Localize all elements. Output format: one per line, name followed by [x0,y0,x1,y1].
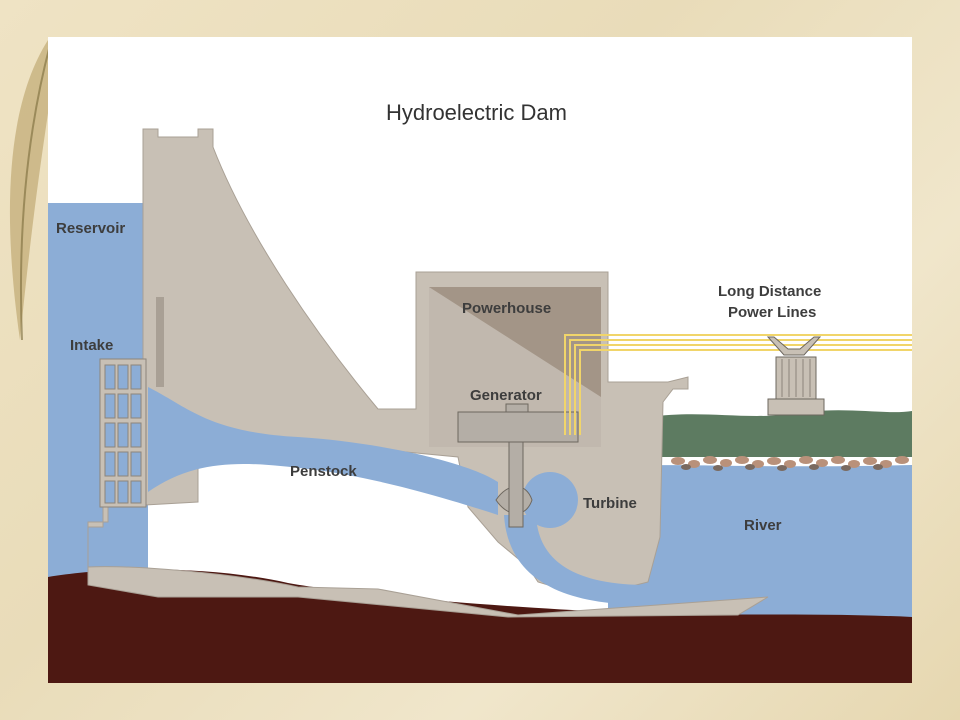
river-water [608,465,912,637]
label-turbine: Turbine [583,495,637,512]
powerhouse-light-beam [429,287,601,447]
generator-body [457,411,579,443]
label-penstock: Penstock [290,463,357,480]
intake-grate [99,358,147,508]
label-power-lines-line2: Power Lines [728,304,816,321]
decorative-leaf [9,40,58,341]
draft-tube [504,515,648,605]
turbine-chamber [522,472,578,528]
label-intake: Intake [70,337,113,354]
label-generator: Generator [470,387,542,404]
generator-top-cap [505,403,529,413]
label-powerhouse: Powerhouse [462,300,551,317]
generator-shaft [508,441,524,528]
reservoir-water [48,203,148,627]
hydroelectric-dam-diagram: Hydroelectric Dam [48,100,912,683]
label-reservoir: Reservoir [56,220,125,237]
intake-gate [156,297,164,387]
shoreline-pebbles-dark [681,464,883,471]
leaf-vein [19,44,51,341]
label-power-lines-line1: Long Distance [718,283,821,300]
diagram-frame: Hydroelectric Dam [48,37,912,683]
ground [48,569,912,683]
diagram-title: Hydroelectric Dam [386,100,567,125]
label-river: River [744,517,782,534]
penstock-channel [148,387,498,515]
transmission-tower [766,336,825,416]
far-bank-grass [648,410,912,457]
shoreline-pebbles [671,456,909,468]
